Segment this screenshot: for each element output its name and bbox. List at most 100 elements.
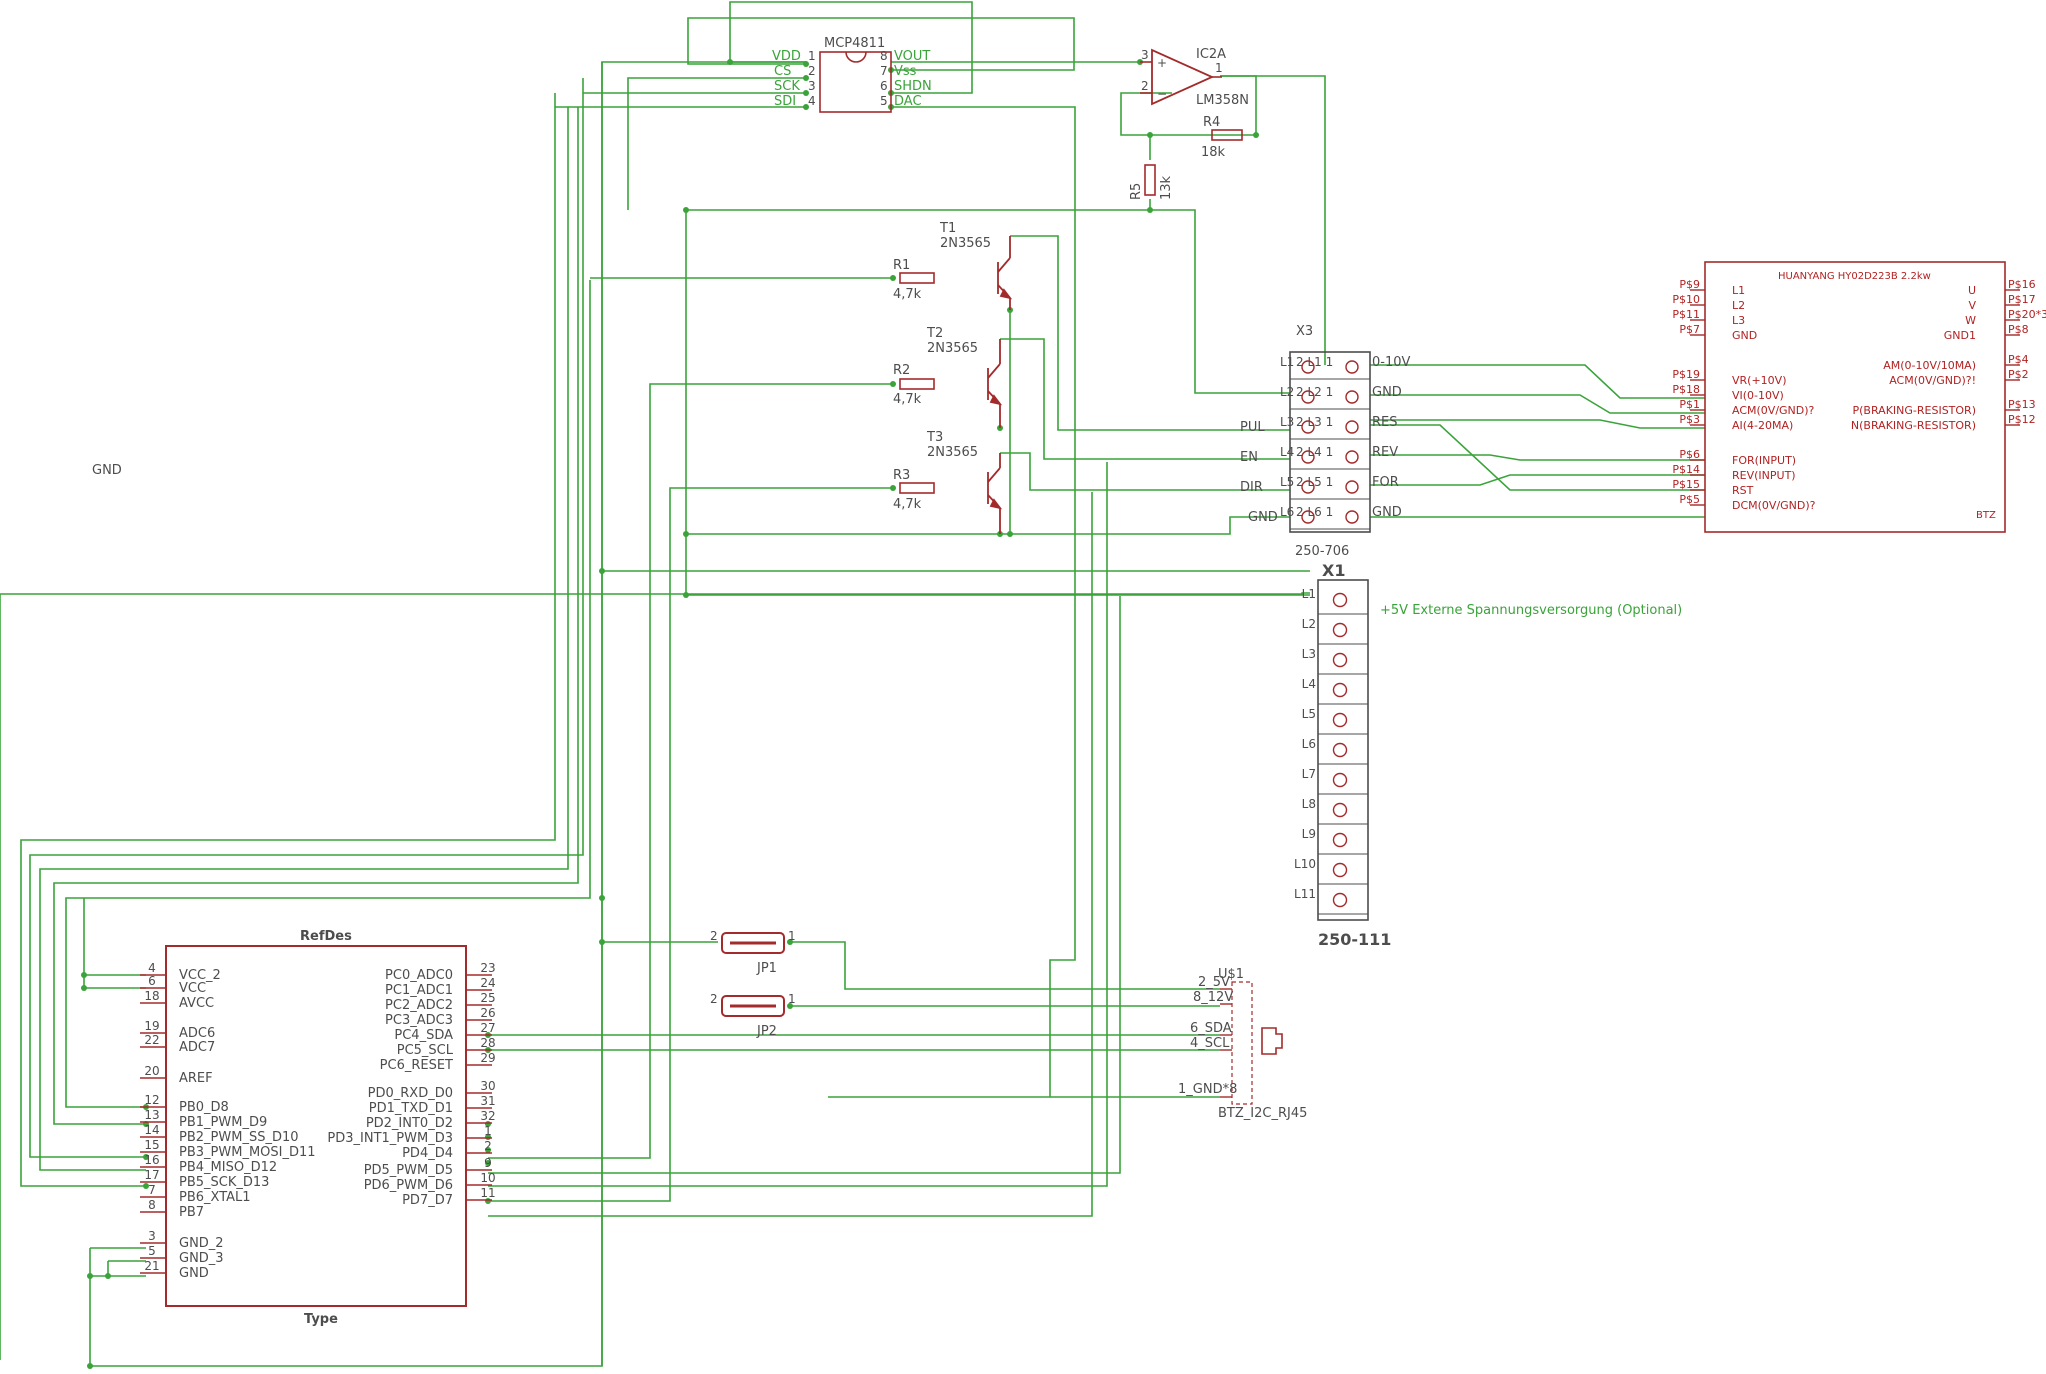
mcu-pin-label: VCC_2	[179, 968, 221, 983]
dac-pin-label: VDD	[772, 49, 801, 64]
transistor-name: T1	[939, 221, 956, 236]
jumper-pin: 1	[788, 929, 796, 943]
mcu-pin-num: 20	[144, 1064, 159, 1078]
mcu-pin-num: 15	[144, 1138, 159, 1152]
vfd-pin-label: DCM(0V/GND)?	[1732, 499, 1816, 512]
dac-pin-num: 2	[808, 64, 816, 78]
floating-gnd-label: GND	[92, 463, 122, 478]
mcu-pin-num: 32	[480, 1109, 495, 1123]
mcu-pin-num: 3	[148, 1229, 156, 1243]
resistor-name: R3	[893, 468, 910, 483]
opamp-value: LM358N	[1196, 93, 1249, 108]
x1-row-label: L10	[1294, 857, 1316, 871]
mcu-pin-label: PB1_PWM_D9	[179, 1115, 267, 1130]
x1-terminal	[1332, 772, 1348, 788]
mcu-pin-label: PD1_TXD_D1	[369, 1101, 453, 1116]
x3-value: 250-706	[1295, 544, 1349, 559]
mcu-pin-num: 21	[144, 1259, 159, 1273]
vfd-pin-label: L1	[1732, 284, 1745, 297]
dac-right-pins: 8 VOUT 7 Vss 6 SHDN 5 DAC	[880, 49, 932, 109]
x3-row-net-label: PUL	[1240, 420, 1265, 435]
transistor-name: T2	[926, 326, 943, 341]
resistor-value: 4,7k	[893, 497, 922, 512]
x1-value: 250-111	[1318, 930, 1391, 949]
vfd-right-pins: P$16UP$17VP$20*3WP$8GND1P$4AM(0-10V/10MA…	[1851, 278, 2046, 432]
mcu-pin-label: PD5_PWM_D5	[364, 1163, 453, 1178]
mcu-pin-label: PC2_ADC2	[385, 998, 453, 1013]
mcu-pin-label: PB3_PWM_MOSI_D11	[179, 1145, 316, 1160]
mcu-pin-num: 23	[480, 961, 495, 975]
x1-terminal	[1332, 742, 1348, 758]
mcu-pin-label: PC3_ADC3	[385, 1013, 453, 1028]
mcu-pin-num: 28	[480, 1036, 495, 1050]
mcu-pin-num: 2	[484, 1139, 492, 1153]
vfd-pin-label: FOR(INPUT)	[1732, 454, 1796, 467]
dac-pin-label: CS	[774, 64, 791, 79]
jumper-pin: 2	[710, 992, 718, 1006]
dac-pin-num: 5	[880, 94, 888, 108]
mcu-pin-label: ADC7	[179, 1040, 215, 1055]
rj45-connector: U$1 2_5V 8_12V 6_SDA 4_SCL 1_GND*8 BTZ_I…	[1178, 967, 1307, 1121]
transistor-value: 2N3565	[940, 236, 991, 251]
x3-name: X3	[1296, 324, 1313, 339]
x1-row-label: L4	[1302, 677, 1316, 691]
rj45-pin: 6_SDA	[1190, 1021, 1232, 1036]
mcu-pin-label: PC5_SCL	[397, 1043, 454, 1058]
jumper-name: JP2	[756, 1024, 777, 1039]
vfd-pin-pad: P$17	[2008, 293, 2036, 306]
vfd-pin-pad: P$9	[1679, 278, 1700, 291]
resistor-r5: R5 13k	[1129, 164, 1174, 200]
mcu-pin-label: PD2_INT0_D2	[366, 1116, 453, 1131]
vfd-pin-pad: P$7	[1679, 323, 1700, 336]
x1-row-label: L2	[1302, 617, 1316, 631]
x1-terminal	[1332, 892, 1348, 908]
vfd-pin-label: W	[1965, 314, 1976, 327]
x1-row-label: L7	[1302, 767, 1316, 781]
mcu-pin-label: PD6_PWM_D6	[364, 1178, 453, 1193]
vfd-pin-label: RST	[1732, 484, 1754, 497]
vfd-pin-label: VR(+10V)	[1732, 374, 1787, 387]
mcu-pin-label: PB7	[179, 1205, 204, 1220]
resistor-r3: R3 4,7k	[893, 468, 935, 512]
jumper-jp2: 2 1 JP2	[710, 992, 796, 1039]
mcu-pin-num: 25	[480, 991, 495, 1005]
x3-row-right-label: FOR	[1372, 475, 1399, 490]
x3-row-left-label: L6	[1280, 505, 1294, 519]
transistor-t1	[997, 236, 1013, 310]
x3-row-left-label: L2	[1280, 385, 1294, 399]
x1-note: +5V Externe Spannungsversorgung (Optiona…	[1380, 603, 1682, 618]
mcu-pin-label: PB0_D8	[179, 1100, 229, 1115]
mcu-pin-num: 9	[484, 1156, 492, 1170]
x3-row-inner-label: 2 L6 1	[1296, 505, 1333, 519]
resistor-value: 4,7k	[893, 392, 922, 407]
x1-terminal	[1332, 862, 1348, 878]
rj45-name: U$1	[1218, 967, 1244, 982]
dac-pin-num: 8	[880, 49, 888, 63]
x1-terminal	[1332, 712, 1348, 728]
dac-pin-num: 6	[880, 79, 888, 93]
x3-terminal-right	[1345, 510, 1359, 524]
mcu-pin-num: 12	[144, 1093, 159, 1107]
mcu-pin-num: 18	[144, 989, 159, 1003]
x1-terminal	[1332, 592, 1348, 608]
x3-terminal-left	[1301, 480, 1315, 494]
mcu-pin-label: VCC	[179, 981, 206, 996]
vfd-pin-pad: P$16	[2008, 278, 2036, 291]
dac-chip: MCP4811 VDD 1 CS 2 SCK 3 SDI 4 8 VOUT 7 …	[772, 36, 932, 113]
mcu-pin-label: PC6_RESET	[380, 1058, 453, 1073]
x3-terminal-left	[1301, 510, 1315, 524]
vfd-pin-label: N(BRAKING-RESISTOR)	[1851, 419, 1976, 432]
x1-row-label: L8	[1302, 797, 1316, 811]
vfd-pin-pad: P$19	[1672, 368, 1700, 381]
x3-row-right-label: GND	[1372, 385, 1402, 400]
x1-row-label: L9	[1302, 827, 1316, 841]
x3-row-net-label: EN	[1240, 450, 1258, 465]
vfd-pin-label: V	[1968, 299, 1976, 312]
mcu-pin-num: 26	[480, 1006, 495, 1020]
x1-row-label: L3	[1302, 647, 1316, 661]
